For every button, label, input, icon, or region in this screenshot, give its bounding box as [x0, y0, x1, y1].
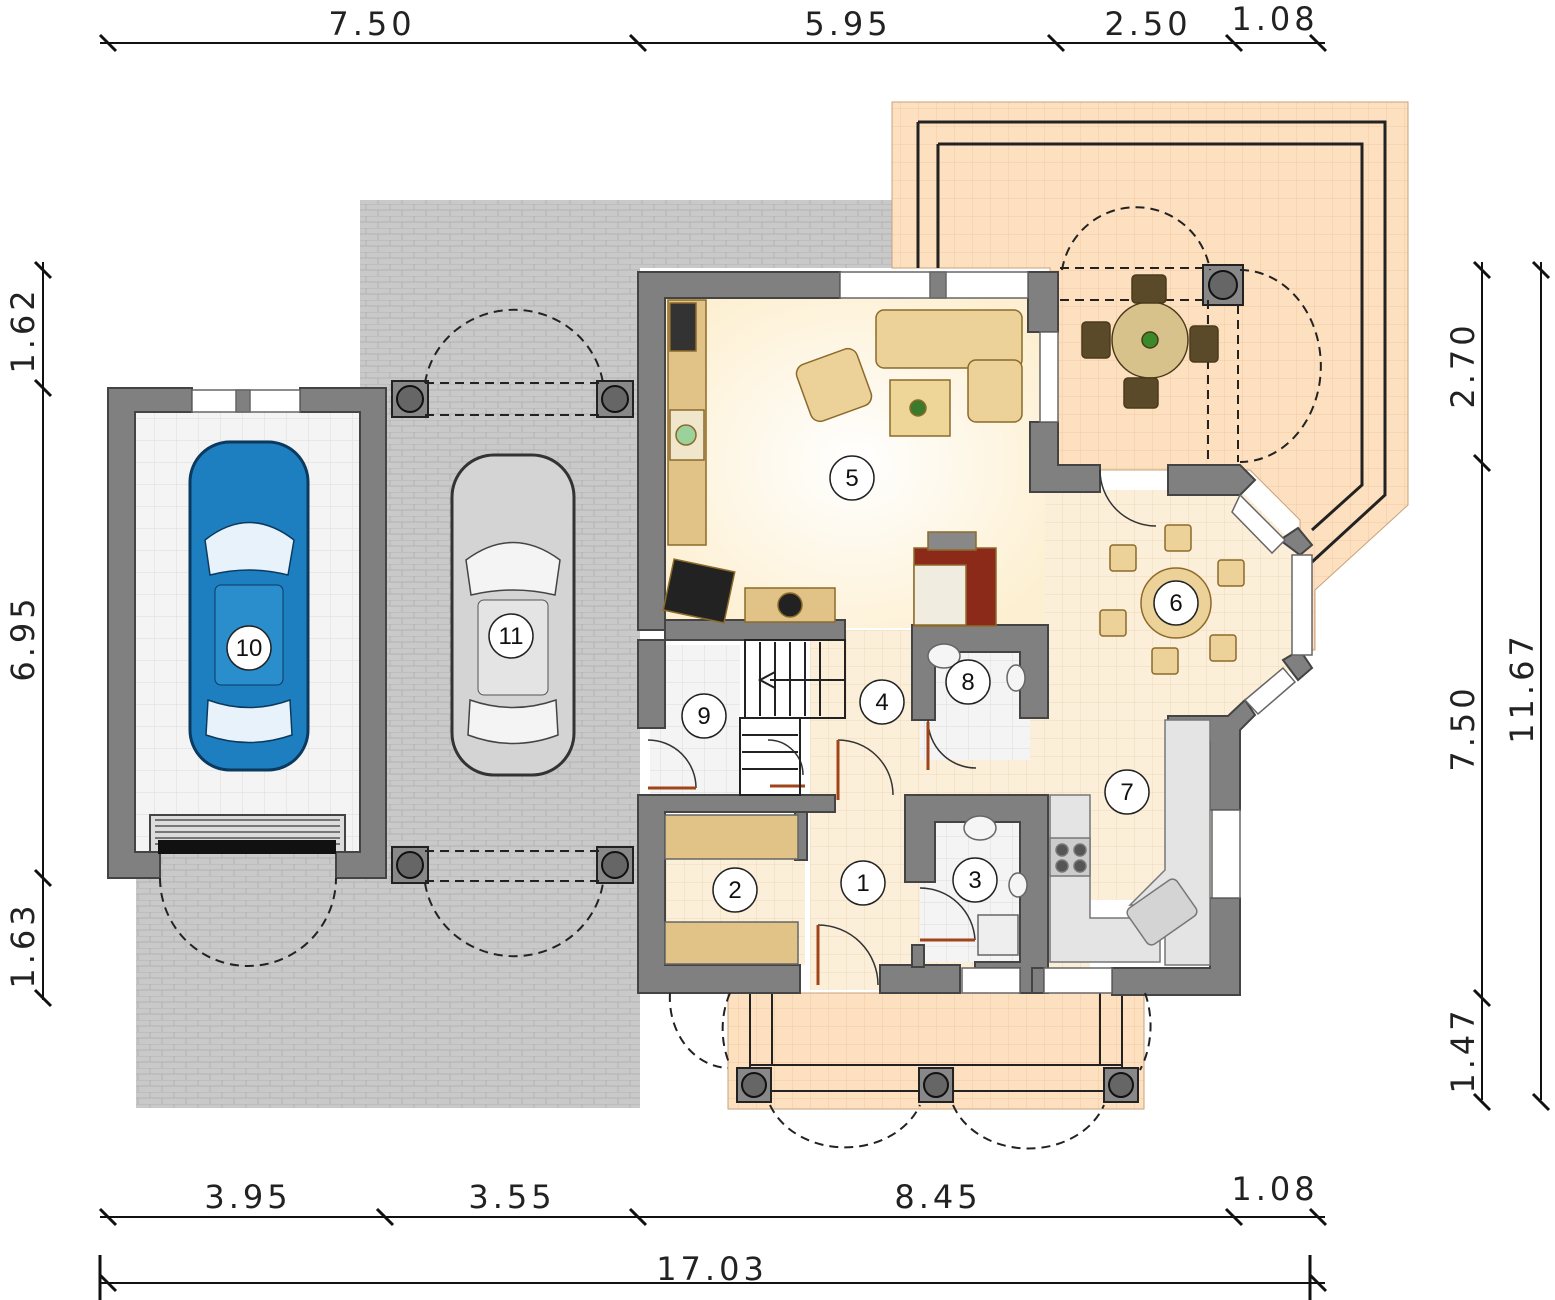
room-number-9: 9 — [681, 693, 727, 739]
dim-top-1: 7.50 — [328, 5, 415, 43]
room-number-8: 8 — [945, 659, 991, 705]
dim-left-2: 6.95 — [4, 594, 42, 681]
room-number: 1 — [856, 870, 869, 897]
sanitary-fixtures — [664, 643, 1028, 965]
room-number: 4 — [875, 689, 888, 716]
room-number: 10 — [236, 635, 263, 662]
windows — [191, 271, 1313, 994]
room-number-3: 3 — [952, 857, 998, 903]
room-marker — [681, 693, 727, 739]
room-number: 9 — [697, 703, 710, 730]
column — [1202, 264, 1244, 306]
terrace-table — [1081, 274, 1219, 409]
room-labels: 1 2 3 4 5 6 7 8 9 10 11 — [226, 455, 1199, 913]
dim-bottom-1: 3.95 — [204, 1178, 291, 1216]
dim-top-2: 5.95 — [804, 5, 891, 43]
swing-arcs — [159, 206, 1322, 1150]
room-marker — [945, 659, 991, 705]
dim-left-3: 1.63 — [4, 901, 42, 988]
dim-right-1: 2.70 — [1444, 321, 1482, 408]
room-marker — [829, 455, 875, 501]
column — [918, 1067, 954, 1103]
room-number-11: 11 — [488, 613, 534, 659]
columns — [391, 264, 1244, 1103]
column — [596, 380, 634, 418]
dim-right-total: 11.67 — [1503, 632, 1541, 744]
dim-right-3: 1.47 — [1444, 1006, 1482, 1093]
column — [1103, 1067, 1139, 1103]
room-number-2: 2 — [712, 867, 758, 913]
dim-left-1: 1.62 — [4, 286, 42, 373]
living-furniture — [662, 299, 1023, 627]
room-marker — [226, 625, 272, 671]
room-marker — [1104, 769, 1150, 815]
room-number: 6 — [1169, 590, 1182, 617]
room-number: 3 — [968, 867, 981, 894]
column — [596, 846, 634, 884]
dim-bottom-3: 8.45 — [894, 1178, 981, 1216]
room-number-10: 10 — [226, 625, 272, 671]
dim-top-4: 1.08 — [1231, 0, 1318, 38]
dim-right-2: 7.50 — [1444, 684, 1482, 771]
interior-doors — [647, 469, 1157, 986]
column — [391, 380, 429, 418]
room-marker — [952, 857, 998, 903]
room-number-6: 6 — [1153, 580, 1199, 626]
room-number-7: 7 — [1104, 769, 1150, 815]
walls — [107, 271, 1314, 996]
room-marker — [1153, 580, 1199, 626]
room-marker — [840, 860, 886, 906]
kitchen-units — [1049, 719, 1211, 966]
dimension-ticks — [33, 33, 1551, 1300]
column — [391, 846, 429, 884]
staircase — [739, 639, 846, 796]
room-number: 11 — [499, 623, 524, 650]
room-number-5: 5 — [829, 455, 875, 501]
room-marker — [859, 679, 905, 725]
car-blue — [188, 440, 310, 772]
room-marker — [712, 867, 758, 913]
room-number-1: 1 — [840, 860, 886, 906]
column — [736, 1067, 772, 1103]
room-number: 5 — [845, 465, 858, 492]
dim-bottom-2: 3.55 — [468, 1178, 555, 1216]
dim-top-3: 2.50 — [1104, 5, 1191, 43]
dimension-labels: 7.50 5.95 2.50 1.08 3.95 3.55 8.45 1.08 … — [4, 0, 1541, 1288]
room-number: 2 — [728, 877, 741, 904]
dim-bottom-total: 17.03 — [656, 1250, 768, 1288]
room-marker — [488, 613, 534, 659]
room-number-4: 4 — [859, 679, 905, 725]
dim-bottom-4: 1.08 — [1231, 1170, 1318, 1208]
room-number: 7 — [1120, 779, 1133, 806]
room-number: 8 — [961, 669, 974, 696]
garage-door — [149, 814, 346, 854]
